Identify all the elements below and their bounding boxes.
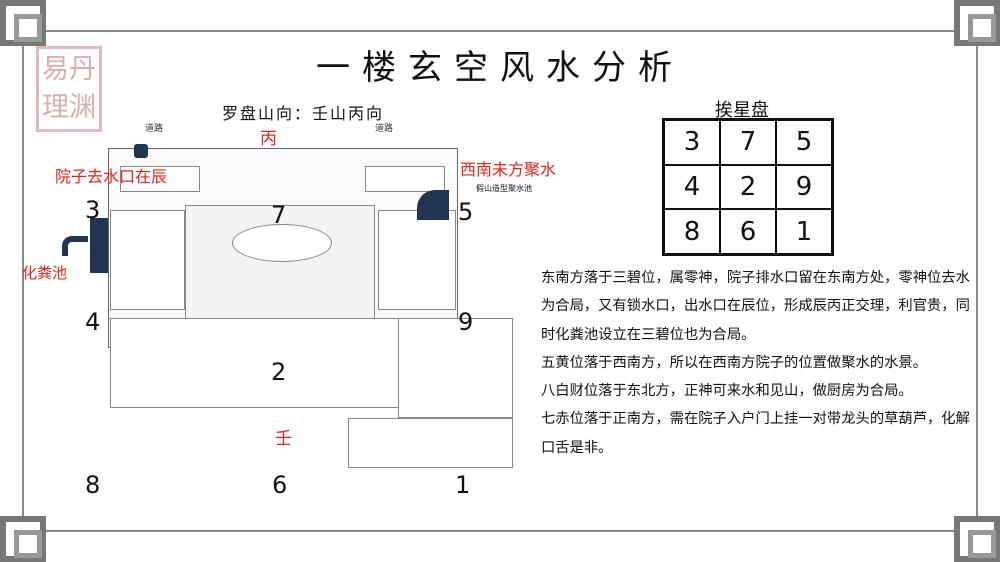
palace-number-n: 7 (271, 201, 287, 229)
star-cell: 6 (720, 209, 776, 254)
page-title: 一楼玄空风水分析 (316, 48, 684, 88)
palace-number-center: 2 (271, 358, 287, 386)
septic-tank (90, 218, 108, 273)
star-chart: 3 7 5 4 2 9 8 6 1 (662, 118, 834, 256)
palace-number-sw: 8 (85, 471, 101, 499)
compass-direction: 罗盘山向：壬山丙向 (222, 104, 385, 123)
palace-number-nw: 3 (85, 196, 101, 224)
outlet-marker (134, 144, 148, 158)
analysis-text: 东南方落于三碧位，属零神，院子排水口留在东南方处，零神位去水为合局，又有锁水口，… (541, 264, 981, 462)
water-feature-marker (417, 190, 449, 220)
analysis-paragraph: 八白财位落于东北方，正神可来水和见山，做厨房为合局。 (541, 383, 913, 400)
palace-number-se: 1 (455, 471, 471, 499)
star-chart-title: 挨星盘 (715, 100, 769, 121)
palace-number-ne: 5 (458, 198, 474, 226)
courtyard-pool (232, 224, 332, 262)
septic-label: 化粪池 (22, 264, 68, 282)
water-gathering-label: 西南未方聚水 (460, 160, 557, 179)
corner-ornament-tr (954, 0, 1000, 46)
direction-ren: 壬 (275, 429, 292, 449)
kitchen-block (348, 418, 513, 468)
arrow-icon (62, 236, 88, 256)
analysis-paragraph: 五黄位落于西南方，所以在西南方院子的位置做聚水的水景。 (541, 354, 928, 371)
star-cell: 2 (720, 164, 776, 210)
road-label-right: 道路 (375, 124, 394, 134)
star-cell: 5 (776, 120, 832, 165)
room-se (398, 318, 513, 418)
analysis-paragraph: 东南方落于三碧位，属零神，院子排水口留在东南方处，零神位去水为合局，又有锁水口，… (541, 270, 970, 343)
pool-label: 假山造型聚水池 (476, 184, 532, 193)
room-east (378, 210, 456, 310)
outlet-label: 院子去水口在辰 (55, 167, 168, 186)
corner-ornament-br (954, 516, 1000, 562)
road-label-left: 道路 (145, 124, 164, 134)
room-west (110, 210, 185, 310)
star-cell: 4 (664, 164, 720, 210)
corner-ornament-tl (0, 0, 46, 46)
star-cell: 9 (776, 164, 832, 210)
palace-number-e: 9 (458, 308, 474, 336)
direction-bing: 丙 (260, 129, 277, 149)
star-cell: 8 (664, 209, 720, 254)
seal-logo: 易丹理渊 (36, 46, 102, 132)
car-left (120, 166, 200, 192)
star-cell: 7 (720, 120, 776, 165)
corner-ornament-bl (0, 516, 46, 562)
rooms-south (110, 318, 400, 408)
star-cell: 3 (664, 120, 720, 165)
car-right (365, 166, 445, 192)
palace-number-s: 6 (272, 471, 288, 499)
page-frame (22, 30, 978, 532)
star-cell: 1 (776, 209, 832, 254)
analysis-paragraph: 七赤位落于正南方，需在院子入户门上挂一对带龙头的草葫芦，化解口舌是非。 (541, 411, 970, 456)
palace-number-w: 4 (85, 308, 101, 336)
